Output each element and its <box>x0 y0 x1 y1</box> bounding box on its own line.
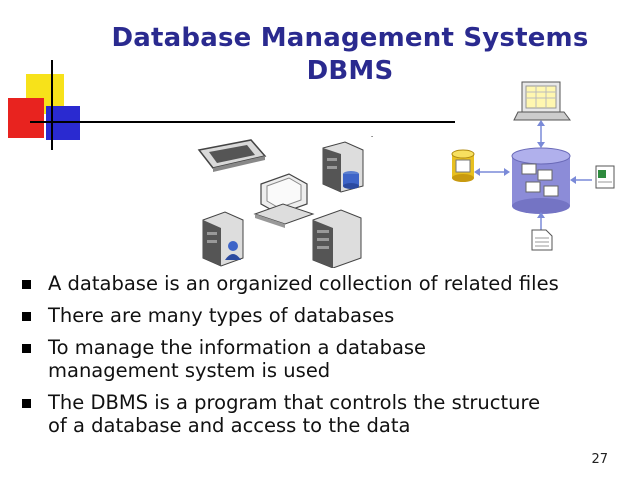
title-line-1: Database Management Systems <box>111 23 589 53</box>
bullet-text-line: To manage the information a database <box>48 336 427 359</box>
arrow-laptop <box>537 120 545 148</box>
bullet-square-icon <box>22 344 31 353</box>
tower-server-icon <box>312 209 362 268</box>
page-number: 27 <box>591 452 608 467</box>
dbms-illustration <box>451 81 615 251</box>
corner-decoration <box>8 60 80 150</box>
slide-title: Database Management Systems DBMS <box>95 22 605 88</box>
pda-icon <box>197 139 267 172</box>
server-icon <box>322 141 364 193</box>
title-line-2: DBMS <box>306 56 394 86</box>
bullet-square-icon <box>22 399 31 408</box>
bullet-text-line: of a database and access to the data <box>48 414 411 437</box>
laptop-icon <box>513 81 571 121</box>
divider-line <box>30 121 455 123</box>
red-square <box>8 98 44 138</box>
yellow-database-icon <box>451 149 475 182</box>
database-cylinder-icon <box>511 147 571 214</box>
document-icon <box>531 212 553 251</box>
bullet-square-icon <box>22 312 31 321</box>
bullet-text-line: management system is used <box>48 359 331 382</box>
dot-mark: - <box>371 133 373 140</box>
spreadsheet-icon <box>570 165 615 189</box>
workstation-icon <box>253 173 315 228</box>
bullet-list: A database is an organized collection of… <box>22 272 622 437</box>
bullet-item: There are many types of databases <box>22 304 622 327</box>
bullet-text-line: The DBMS is a program that controls the … <box>48 391 541 414</box>
bullet-square-icon <box>22 280 31 289</box>
network-illustration: - <box>197 133 373 268</box>
arrow-yellow-db <box>474 168 510 176</box>
bullet-text-line: There are many types of databases <box>48 304 395 327</box>
bullet-item: To manage the information a database man… <box>22 336 622 382</box>
bullet-item: A database is an organized collection of… <box>22 272 622 295</box>
user-server-icon <box>202 211 244 267</box>
bullet-text-line: A database is an organized collection of… <box>48 272 559 295</box>
bullet-item: The DBMS is a program that controls the … <box>22 391 622 437</box>
